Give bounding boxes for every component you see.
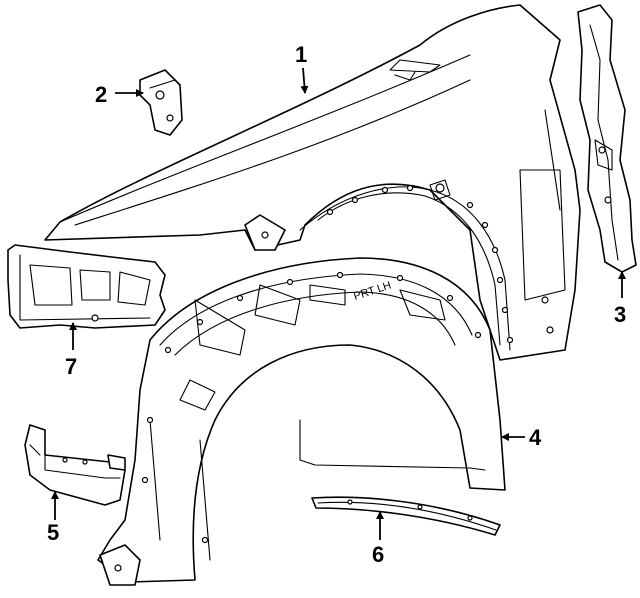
callout-5: 5 [47, 520, 59, 545]
callout-7: 7 [65, 354, 77, 379]
callout-1: 1 [295, 42, 307, 67]
callout-6: 6 [372, 542, 384, 567]
wheelhouse-liner-part: PRT LH [97, 257, 506, 586]
vertical-support-part [577, 4, 637, 273]
front-extension-part [24, 424, 126, 506]
splash-shield-part [7, 244, 166, 329]
callout-1-leader [300, 67, 309, 94]
callout-4: 4 [529, 425, 542, 450]
callout-3: 3 [614, 302, 626, 327]
fender-part [44, 4, 581, 361]
bracket-part [139, 69, 183, 136]
lower-molding-part [311, 496, 501, 536]
callout-2: 2 [95, 82, 107, 107]
